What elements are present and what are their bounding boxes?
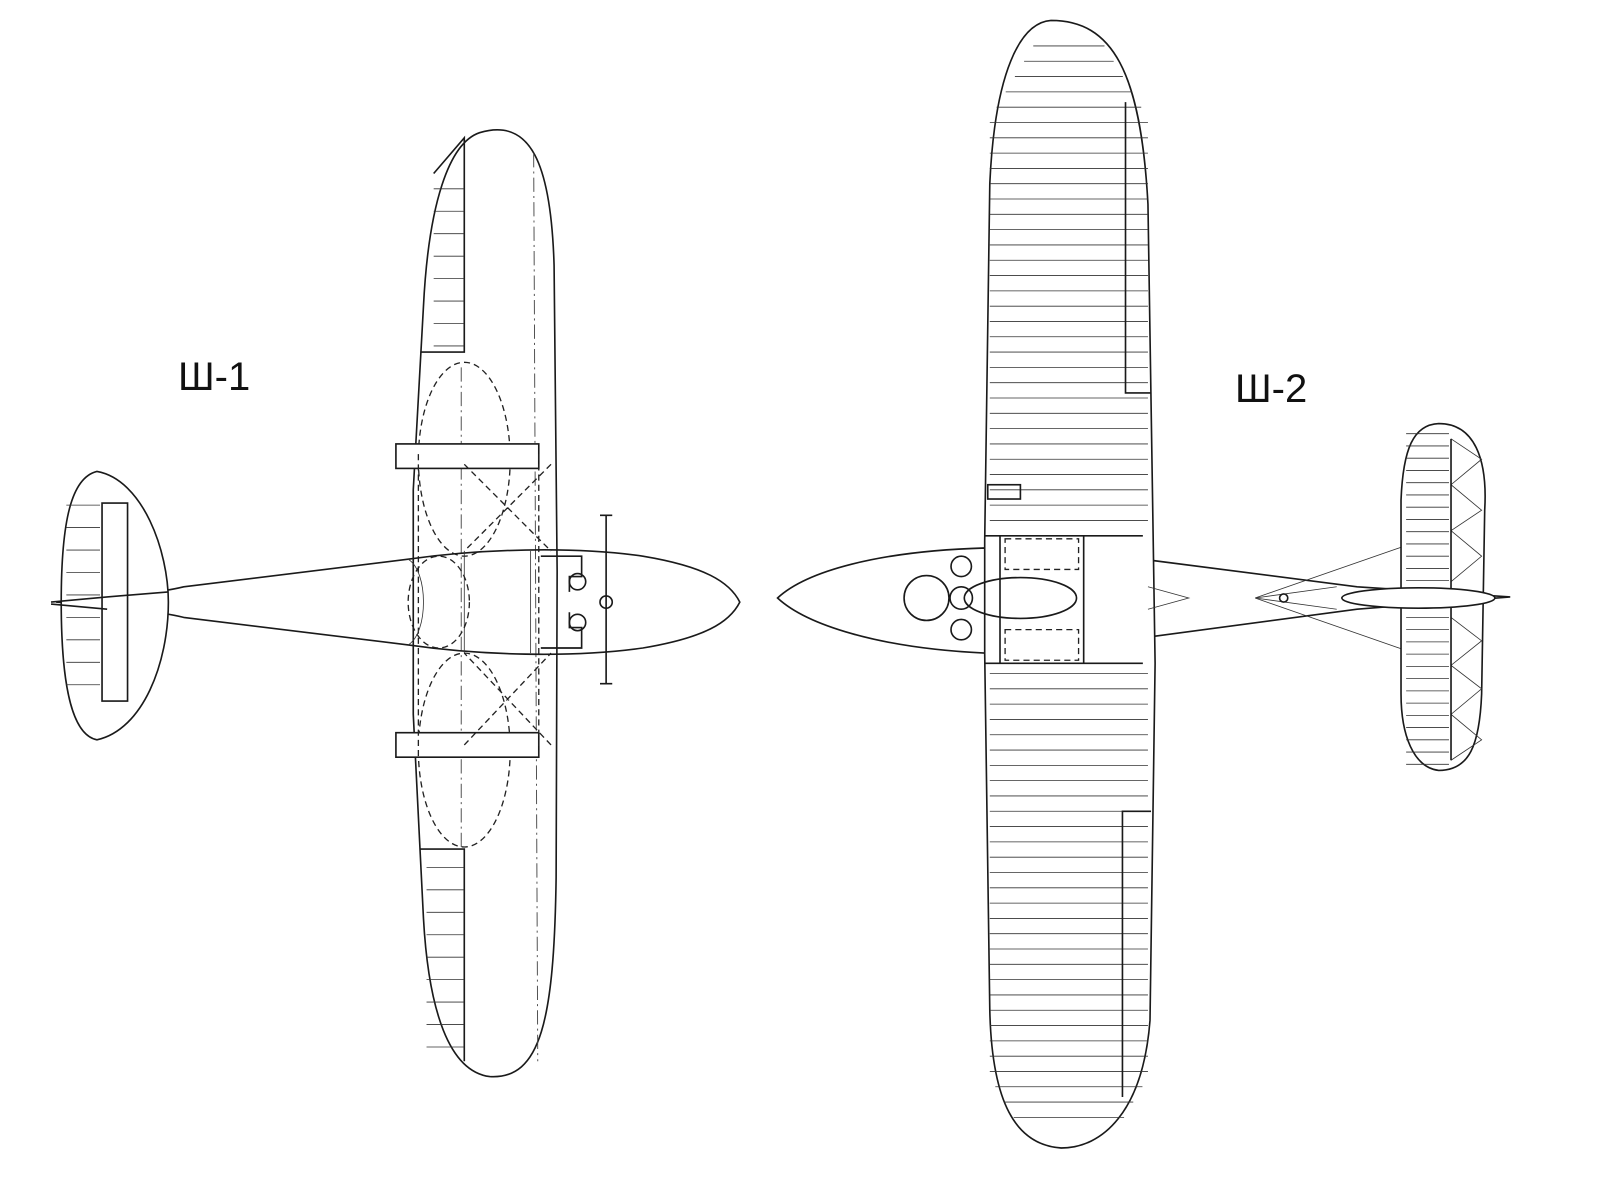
sh2-center-section (984, 534, 1143, 665)
sh1-aileron-ribs (426, 188, 465, 1048)
sh2-aileron-top (1124, 102, 1152, 394)
sh2-engine-3 (950, 618, 973, 641)
sh1-hull-lines (407, 551, 532, 654)
sh2-hatch (986, 483, 1022, 500)
sh2-nose-window (903, 574, 950, 622)
sh1-nacelle-bottom (395, 731, 540, 758)
sh1-propeller (600, 514, 613, 685)
sh2-engine-2 (949, 585, 974, 611)
sh1-label: Ш-1 (178, 355, 251, 399)
sh1-cockpit (407, 555, 471, 649)
sh1-elevator-hinge (101, 502, 129, 702)
sh2-aircraft (776, 19, 1511, 1149)
sh1-spar-line (533, 153, 539, 1062)
sh2-aileron-bottom (1121, 810, 1152, 1097)
sh2-engine-1 (950, 555, 973, 578)
sh1-engine-cyl-1 (568, 572, 587, 591)
sh2-wing (983, 19, 1156, 1149)
sh2-tail-fitting (1278, 593, 1289, 603)
sh1-aileron-top (420, 135, 466, 353)
sh1-tail (60, 470, 170, 741)
sh2-tail-fin (1341, 586, 1496, 610)
sh2-cockpit (963, 576, 1078, 620)
sh1-nacelle-top (395, 443, 540, 470)
sh1-aileron-bottom (420, 848, 466, 1062)
sh2-wing-ribs (989, 45, 1148, 1118)
sh1-float-struts (417, 454, 552, 758)
sh2-tail-boom-struts (1147, 530, 1450, 666)
sh1-engine-cyl-2 (568, 613, 587, 632)
sh1-wing (412, 129, 558, 1078)
sh2-tail-ribs (1406, 433, 1449, 765)
sh1-rudder (50, 591, 169, 611)
sh1-tail-ribs (66, 504, 100, 686)
sh1-aircraft (50, 129, 741, 1078)
sh2-elevator-truss (1450, 438, 1483, 761)
sh2-label: Ш-2 (1235, 367, 1308, 411)
